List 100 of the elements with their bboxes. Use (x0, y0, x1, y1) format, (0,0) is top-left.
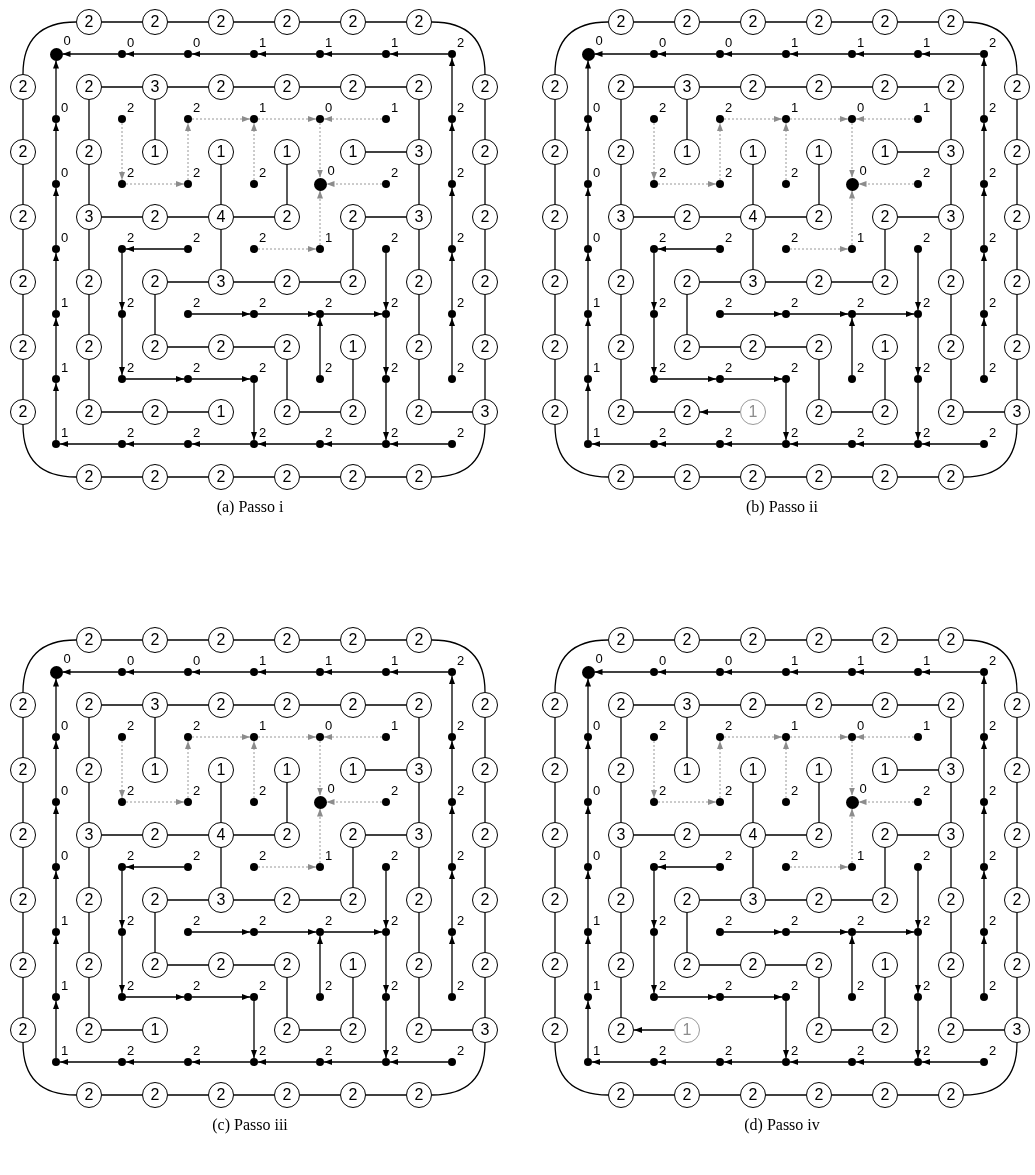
dot (980, 440, 988, 448)
number-label: 1 (923, 101, 931, 115)
number-label: 2 (193, 914, 201, 928)
numbered-circle: 1 (674, 1017, 700, 1043)
number-label: 2 (659, 166, 667, 180)
numbered-circle: 1 (340, 334, 366, 360)
dot (52, 733, 60, 741)
dot (716, 928, 724, 936)
connector-line (167, 899, 209, 901)
arrow (723, 311, 783, 317)
dot (184, 993, 192, 1001)
numbered-circle: 2 (274, 692, 300, 718)
connector-line (299, 476, 341, 478)
connector-line (299, 1029, 341, 1031)
dot (914, 375, 922, 383)
dot (650, 798, 658, 806)
connector-line (963, 411, 1005, 413)
numbered-circle: 2 (938, 1082, 964, 1108)
number-label: 1 (391, 654, 399, 668)
number-label: 1 (61, 426, 69, 440)
connector-line (950, 359, 952, 400)
number-label: 2 (791, 914, 799, 928)
number-label: 2 (325, 979, 333, 993)
dot (316, 115, 324, 123)
dot (250, 863, 258, 871)
dot (184, 115, 192, 123)
connector-line (220, 847, 222, 888)
connector-line (831, 86, 873, 88)
dot (52, 375, 60, 383)
dot (382, 1058, 390, 1066)
dot (184, 310, 192, 318)
number-label: 2 (193, 784, 201, 798)
dot (716, 733, 724, 741)
connector-line (365, 151, 407, 153)
dot (52, 310, 60, 318)
numbered-circle: 2 (274, 887, 300, 913)
arrow (585, 935, 591, 994)
dot (118, 798, 126, 806)
arrow (585, 870, 591, 929)
dot (250, 440, 258, 448)
connector-line (418, 99, 420, 140)
dot (716, 375, 724, 383)
number-label: 0 (593, 784, 601, 798)
connector-line (950, 977, 952, 1018)
connector-line (22, 99, 24, 140)
numbered-circle: 2 (938, 627, 964, 653)
numbered-circle: 2 (608, 757, 634, 783)
number-label: 2 (923, 914, 931, 928)
connector-line (22, 229, 24, 270)
connector-line (365, 704, 407, 706)
numbered-circle: 3 (938, 822, 964, 848)
number-label: 2 (659, 361, 667, 375)
number-label: 1 (259, 654, 267, 668)
connector-line (484, 977, 486, 1018)
dot (914, 798, 922, 806)
number-label: 2 (457, 914, 465, 928)
numbered-circle: 2 (938, 399, 964, 425)
connector-line (167, 216, 209, 218)
number-label: 2 (325, 361, 333, 375)
connector-line (418, 164, 420, 205)
arrow (53, 1000, 59, 1059)
number-label: 1 (923, 719, 931, 733)
numbered-circle: 2 (208, 9, 234, 35)
connector-line (233, 639, 275, 641)
connector-line (1016, 912, 1018, 953)
number-label: 2 (659, 1044, 667, 1058)
number-label: 1 (593, 426, 601, 440)
connector-line (22, 424, 77, 478)
connector-line (699, 476, 741, 478)
number-label: 1 (61, 914, 69, 928)
numbered-circle: 2 (142, 1082, 168, 1108)
connector-line (699, 964, 741, 966)
connector-line (233, 346, 275, 348)
number-label: 2 (193, 979, 201, 993)
number-label: 2 (127, 979, 135, 993)
numbered-circle: 2 (872, 269, 898, 295)
arrow (783, 1000, 789, 1059)
numbered-circle: 2 (542, 139, 568, 165)
number-label: 2 (791, 784, 799, 798)
dot (382, 50, 390, 58)
number-label: 1 (259, 719, 267, 733)
number-label: 2 (391, 849, 399, 863)
connector-line (765, 704, 807, 706)
connector-line (699, 346, 741, 348)
number-label: 1 (593, 914, 601, 928)
arrow (657, 376, 717, 382)
numbered-circle: 1 (340, 757, 366, 783)
numbered-circle: 2 (274, 334, 300, 360)
arrow (657, 669, 717, 675)
connector-line (101, 411, 143, 413)
dot (650, 928, 658, 936)
arrow (383, 935, 389, 994)
connector-line (167, 21, 209, 23)
number-label: 2 (391, 914, 399, 928)
connector-line (620, 912, 622, 953)
arrow (651, 935, 657, 994)
dot (52, 115, 60, 123)
dot (584, 1058, 592, 1066)
number-label: 0 (325, 101, 333, 115)
numbered-circle: 2 (406, 269, 432, 295)
